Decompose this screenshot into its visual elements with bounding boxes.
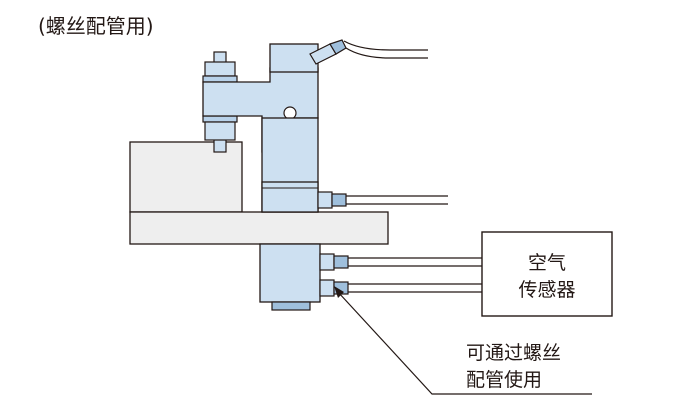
clamp-body-lower bbox=[261, 181, 319, 213]
callout-leader bbox=[337, 291, 592, 395]
sensor-air-hose-upper bbox=[348, 257, 482, 267]
arm-pivot-hole bbox=[283, 106, 297, 120]
cylinder-end-cap bbox=[271, 301, 311, 311]
clamp-cylinder bbox=[259, 243, 321, 303]
callout-arrowhead bbox=[334, 286, 344, 298]
clamp-head bbox=[269, 43, 319, 73]
diagram-title: (螺丝配管用) bbox=[38, 14, 154, 38]
workpiece-block bbox=[129, 141, 243, 213]
sensor-label-line2: 传感器 bbox=[518, 279, 575, 301]
top-air-hose bbox=[343, 40, 428, 59]
callout-line1: 可通过螺丝 bbox=[466, 342, 561, 364]
mid-air-fitting bbox=[317, 191, 347, 209]
base-plate bbox=[129, 211, 389, 245]
sensor-air-hose-lower bbox=[348, 283, 482, 293]
sensor-fitting-upper bbox=[319, 253, 349, 271]
top-air-fitting bbox=[309, 39, 347, 65]
air-sensor-box bbox=[481, 231, 613, 317]
callout-line2: 配管使用 bbox=[466, 369, 542, 391]
sensor-fitting-lower bbox=[319, 279, 349, 297]
mid-air-hose bbox=[346, 195, 448, 205]
sensor-label-line1: 空气 bbox=[528, 252, 566, 274]
